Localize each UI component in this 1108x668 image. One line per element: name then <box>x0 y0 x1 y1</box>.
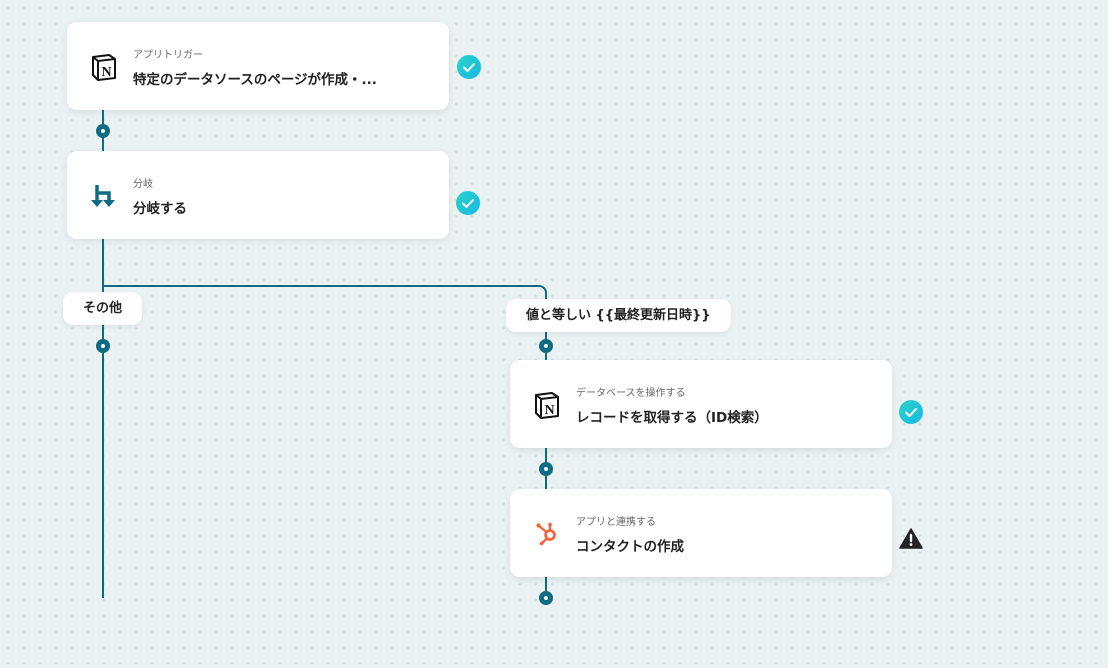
add-step-node[interactable] <box>96 339 110 353</box>
branch-label-condition[interactable]: 値と等しい {{最終更新日時}} <box>506 299 731 332</box>
add-step-node[interactable] <box>539 462 553 476</box>
warning-icon <box>899 527 923 551</box>
connector-line <box>102 110 104 598</box>
step-card-get-record[interactable]: N データベースを操作する レコードを取得する（ID検索） <box>510 360 892 448</box>
step-card-trigger[interactable]: N アプリトリガー 特定のデータソースのページが作成・... <box>67 22 449 110</box>
step-card-create-contact[interactable]: アプリと連携する コンタクトの作成 <box>510 489 892 577</box>
notion-icon: N <box>535 392 559 419</box>
branch-connector-line <box>102 285 539 287</box>
step-subtitle: アプリトリガー <box>133 50 203 61</box>
step-title: 特定のデータソースのページが作成・... <box>133 72 377 88</box>
step-subtitle: 分岐 <box>133 179 153 190</box>
svg-text:N: N <box>544 403 554 418</box>
branch-icon <box>91 185 115 207</box>
success-check-icon <box>899 400 923 424</box>
success-check-icon <box>457 55 481 79</box>
hubspot-icon <box>536 522 556 546</box>
step-card-branch[interactable]: 分岐 分岐する <box>67 151 449 239</box>
step-title: レコードを取得する（ID検索） <box>576 410 768 426</box>
add-step-node[interactable] <box>539 339 553 353</box>
add-step-node[interactable] <box>96 124 110 138</box>
svg-text:N: N <box>101 65 111 80</box>
step-subtitle: データベースを操作する <box>576 388 686 399</box>
step-title: 分岐する <box>133 201 187 217</box>
step-subtitle: アプリと連携する <box>576 517 656 528</box>
add-step-node[interactable] <box>539 591 553 605</box>
branch-label-other[interactable]: その他 <box>63 292 143 325</box>
notion-icon: N <box>92 54 116 81</box>
step-title: コンタクトの作成 <box>576 539 684 555</box>
success-check-icon <box>456 191 480 215</box>
branch-corner <box>533 285 547 299</box>
